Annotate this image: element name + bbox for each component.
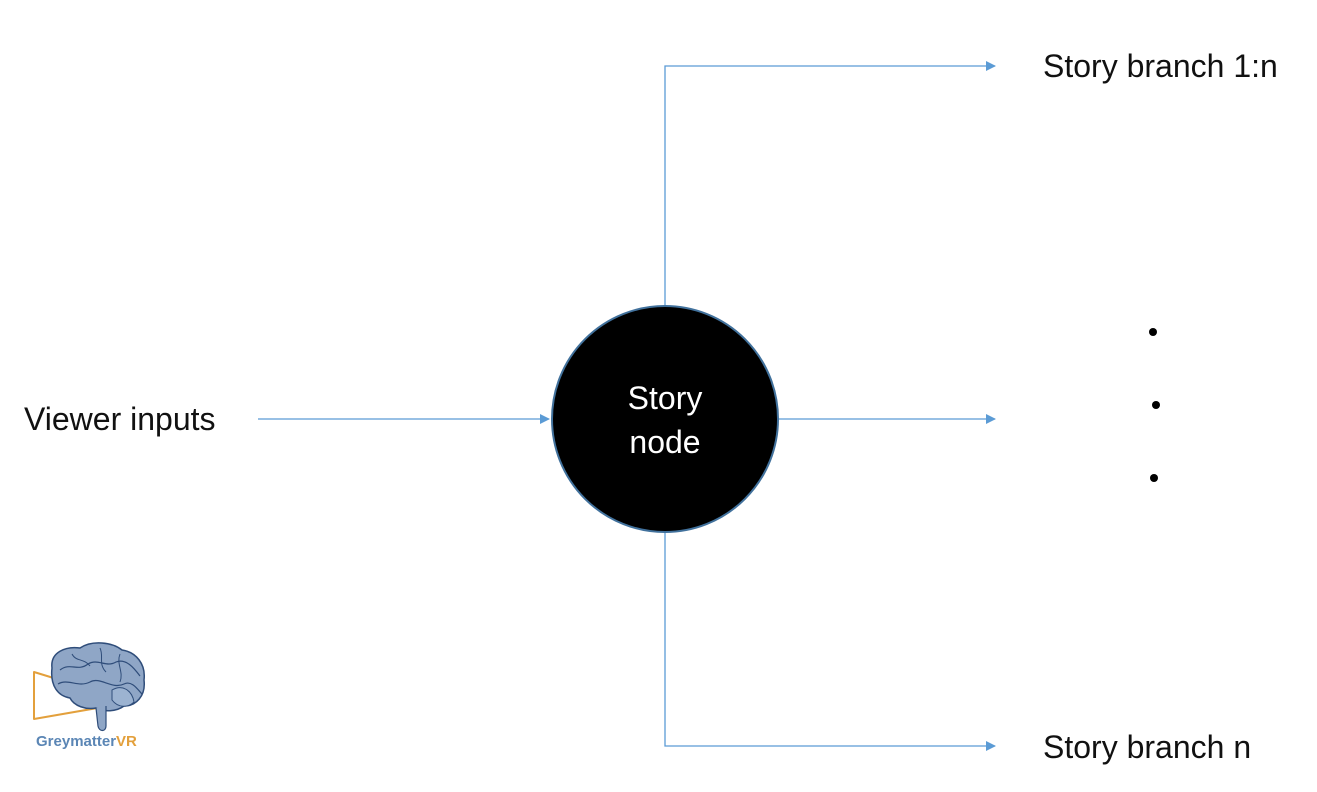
top-branch-connector-arrow bbox=[664, 61, 996, 305]
bottom-branch-connector-arrow bbox=[664, 532, 996, 751]
story-node-label-line1: Story bbox=[628, 380, 703, 416]
ellipsis-dot bbox=[1152, 401, 1160, 409]
story-node-label-line2: node bbox=[629, 424, 700, 460]
logo-wordmark: GreymatterVR bbox=[36, 733, 137, 750]
logo-wordmark-accent: VR bbox=[116, 733, 137, 750]
story-node-circle bbox=[551, 305, 779, 533]
story-branch-bottom-label: Story branch n bbox=[1043, 729, 1251, 765]
ellipsis-dot bbox=[1150, 474, 1158, 482]
ellipsis-dots bbox=[1149, 328, 1160, 482]
ellipsis-dot bbox=[1149, 328, 1157, 336]
logo-wordmark-main: Greymatter bbox=[36, 733, 116, 750]
story-branch-top-label: Story branch 1:n bbox=[1043, 48, 1278, 84]
brain-icon bbox=[50, 642, 145, 732]
greymattervr-logo: GreymatterVR bbox=[33, 642, 145, 750]
viewer-inputs-label: Viewer inputs bbox=[24, 401, 216, 437]
